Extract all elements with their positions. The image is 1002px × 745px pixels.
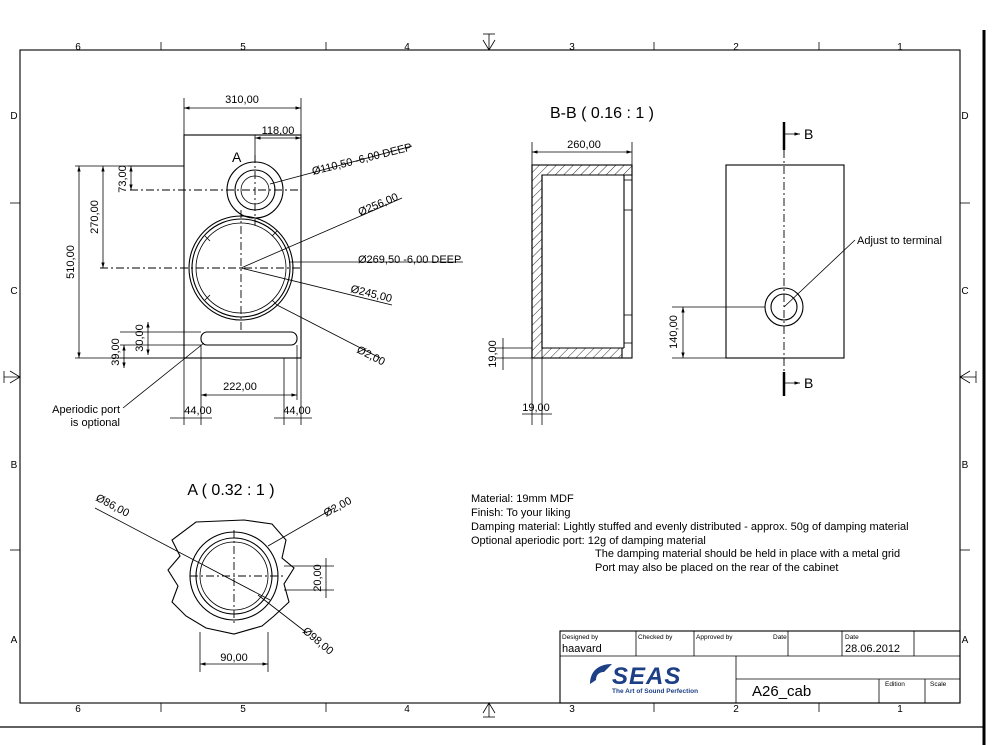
zone-row-left-c: C	[10, 286, 17, 297]
dim-left-margin: 44,00	[184, 405, 212, 417]
tb-designer: haavard	[562, 643, 602, 655]
detail-view-title: A ( 0.32 : 1 )	[187, 482, 274, 499]
dim-front-height: 510,00	[65, 245, 77, 279]
section-label-bottom: B	[804, 375, 813, 391]
callout-woofer-outer: Ø256,00	[356, 191, 400, 219]
zone-col-bottom-5: 5	[240, 704, 246, 715]
tb-drawing-name: A26_cab	[752, 683, 811, 700]
dim-port-offset: 118,00	[262, 125, 295, 137]
logo-tagline: The Art of Sound Perfection	[612, 688, 698, 695]
zone-col-bottom-3: 3	[569, 704, 575, 715]
zone-col-top-1: 1	[897, 42, 903, 53]
zone-col-bottom-1: 1	[897, 704, 903, 715]
note-material: Material: 19mm MDF	[471, 493, 574, 505]
dim-detail-width: 90,00	[220, 652, 248, 664]
dim-right-margin: 44,00	[283, 405, 311, 417]
tb-date: 28.06.2012	[845, 643, 900, 655]
dim-port-from-bottom: 39,00	[110, 338, 122, 366]
dim-front-width: 310,00	[225, 94, 259, 106]
zone-row-right-d: D	[961, 111, 968, 122]
side-view	[672, 122, 856, 396]
dim-port-height: 30,00	[134, 324, 146, 352]
logo-text: SEAS	[612, 663, 681, 690]
callout-tweeter-cutout: Ø110,50 -6,00 DEEP	[311, 141, 413, 177]
dim-section-wall-side: 19,00	[522, 402, 550, 414]
zone-col-bottom-6: 6	[75, 704, 81, 715]
zone-col-top-4: 4	[404, 42, 410, 53]
callout-detail-outer: Ø86,00	[94, 492, 132, 520]
tb-date-label-2: Date	[845, 634, 859, 641]
tb-date-label-1: Date	[773, 634, 787, 641]
callout-detail-screw: Ø2,00	[322, 495, 354, 520]
detail-marker-a: A	[232, 149, 242, 165]
zone-row-left-a: A	[11, 635, 18, 646]
zone-col-bottom-4: 4	[404, 704, 410, 715]
callout-woofer-cutout: Ø245,00	[349, 283, 393, 305]
detail-view	[94, 507, 335, 672]
note-metal-grid: The damping material should be held in p…	[595, 548, 900, 560]
note-optional-port: Optional aperiodic port: 12g of damping …	[471, 535, 706, 547]
zone-col-top-5: 5	[240, 42, 246, 53]
note-port-rear: Port may also be placed on the rear of t…	[595, 562, 838, 574]
zone-row-left-d: D	[10, 111, 17, 122]
zone-row-left-b: B	[11, 460, 18, 471]
dim-detail-recess: 20,00	[312, 564, 324, 592]
section-view	[495, 142, 633, 425]
note-finish: Finish: To your liking	[471, 507, 570, 519]
dim-section-wall-bottom: 19,00	[487, 340, 499, 368]
tb-approved-by-label: Approved by	[696, 634, 733, 641]
tb-checked-by-label: Checked by	[638, 634, 673, 641]
zone-col-top-6: 6	[75, 42, 81, 53]
zone-col-bottom-2: 2	[733, 704, 739, 715]
terminal-note: Adjust to terminal	[857, 235, 942, 247]
port-note-line-1: Aperiodic port	[52, 404, 120, 416]
callout-screw-hole: Ø2,00	[355, 344, 387, 368]
border-frame	[0, 30, 986, 745]
tb-scale-label: Scale	[930, 681, 947, 688]
dim-tweeter-from-top: 73,00	[117, 165, 129, 193]
seas-logo: SEAS The Art of Sound Perfection	[590, 663, 698, 695]
zone-row-right-c: C	[961, 286, 968, 297]
note-damping: Damping material: Lightly stuffed and ev…	[471, 521, 909, 533]
dim-port-width: 222,00	[223, 381, 257, 393]
zone-col-top-2: 2	[733, 42, 739, 53]
front-panel-outline	[183, 134, 302, 359]
dim-woofer-center: 270,00	[89, 200, 101, 234]
section-view-title: B-B ( 0.16 : 1 )	[550, 105, 654, 122]
tb-designed-by-label: Designed by	[562, 634, 599, 641]
port-note-line-2: is optional	[70, 417, 120, 429]
dim-terminal-height: 140,00	[668, 315, 680, 349]
dim-section-depth: 260,00	[567, 139, 601, 151]
callout-detail-flange: Ø98,00	[300, 625, 335, 657]
zone-row-right-a: A	[962, 635, 969, 646]
zone-row-right-b: B	[962, 460, 969, 471]
callout-woofer-recess: Ø269,50 -6,00 DEEP	[358, 254, 461, 266]
title-block	[559, 630, 961, 704]
tb-edition-label: Edition	[885, 681, 905, 688]
zone-col-top-3: 3	[569, 42, 575, 53]
section-label-top: B	[804, 126, 813, 142]
front-view	[75, 98, 463, 425]
